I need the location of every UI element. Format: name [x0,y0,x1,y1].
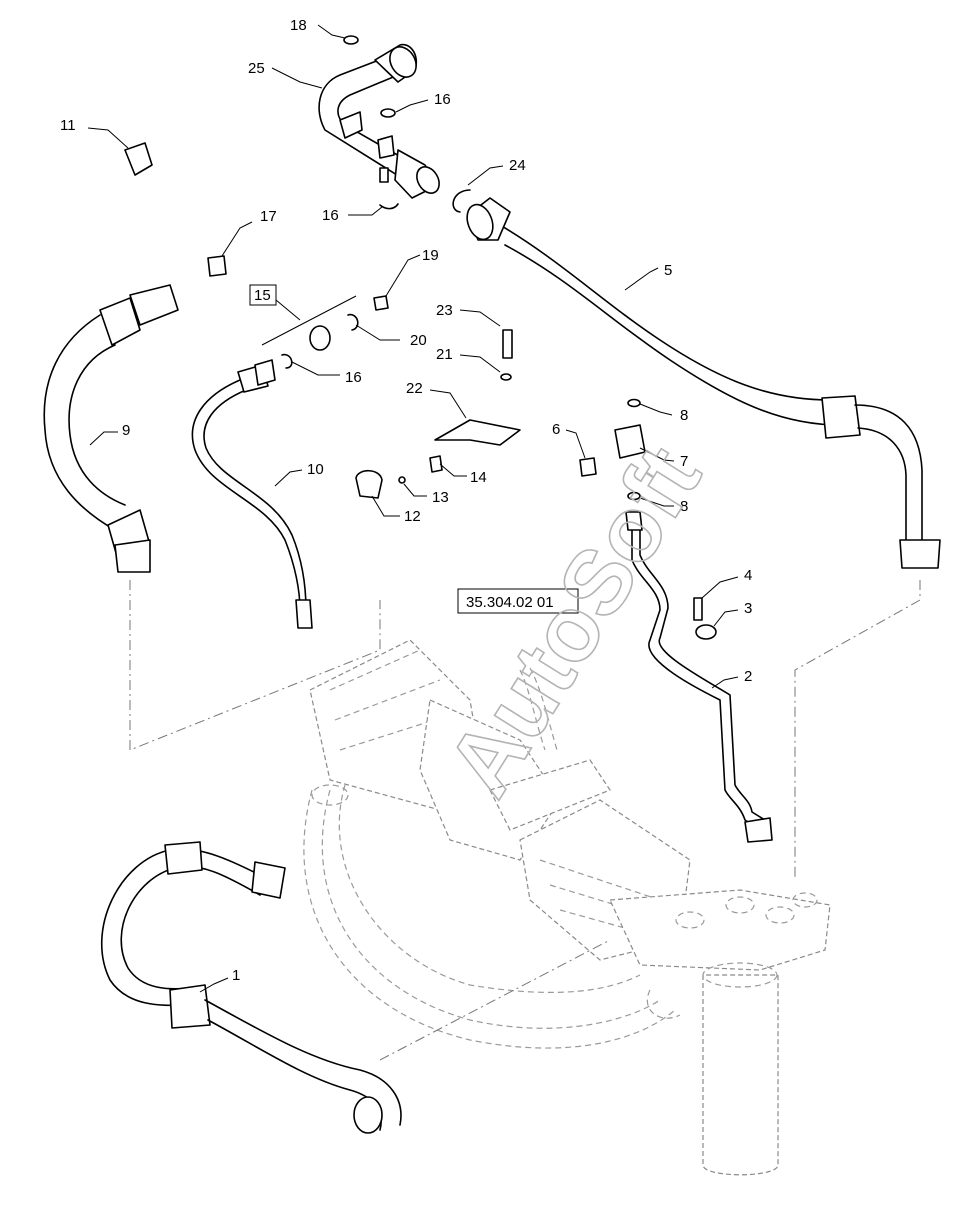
callout-20: 20 [410,332,427,349]
part-15-adapter [309,325,331,351]
part-13-washer [398,476,406,484]
callout-16-mid: 16 [345,369,362,386]
reference-code: 35.304.02 01 [466,594,554,611]
callout-2: 2 [744,668,752,685]
leader-lines [87,24,739,993]
part-21-washer [500,373,512,381]
callout-17: 17 [260,208,277,225]
part-25-manifold-tube [318,43,440,199]
part-7-elbow [614,424,646,459]
callout-9: 9 [122,422,130,439]
callout-10: 10 [307,461,324,478]
part-11-plug [124,142,153,176]
callout-15: 15 [254,287,271,304]
part-17-plug [207,255,227,277]
assembly-guide-lines [129,580,921,1061]
part-8-o-ring-lower [627,491,641,501]
part-19-plug [373,295,389,311]
callout-12: 12 [404,508,421,525]
callout-13: 13 [432,489,449,506]
part-22-bracket [434,419,521,446]
part-18-o-ring [343,35,359,45]
part-16-o-ring-upper [380,108,396,118]
part-12-clip [355,469,383,499]
callout-21: 21 [436,346,453,363]
callout-1: 1 [232,967,240,984]
part-5-hose [466,197,941,569]
callout-5: 5 [664,262,672,279]
callout-16-upper: 16 [434,91,451,108]
callout-11: 11 [60,117,76,134]
part-20-o-ring [347,313,359,331]
small-parts [124,142,717,640]
callout-23: 23 [436,302,453,319]
reference-box[interactable]: 35.304.02 01 [457,588,579,614]
part-2-pipe [625,511,773,843]
part-3-clamp [695,624,717,640]
part-24-snap-ring [452,189,471,213]
callout-3: 3 [744,600,752,617]
part-8-o-ring-upper [627,398,641,408]
part-10-pipe [191,359,313,629]
callout-labels: 18 25 16 11 24 16 17 19 5 15 20 16 23 21… [60,17,752,984]
callout-24: 24 [509,157,526,174]
callout-14: 14 [470,469,487,486]
callout-16-lower: 16 [322,207,339,224]
phantom-pump-assembly [303,639,831,1176]
kit-15-bracket [261,295,357,346]
part-23-bolt [502,329,513,359]
callout-25: 25 [248,60,265,77]
part-16-o-ring-mid [281,353,293,369]
callout-19: 19 [422,247,439,264]
callout-22: 22 [406,380,423,397]
callout-6: 6 [552,421,560,438]
part-14-screw [429,455,443,473]
watermark: AutoSoft [428,430,720,813]
callout-8-upper: 8 [680,407,688,424]
callout-8-lower: 8 [680,498,688,515]
callout-15-box [249,284,277,306]
part-4-bolt [693,597,703,621]
part-16-o-ring-lower [379,203,399,210]
part-9-hose [43,284,179,573]
part-1-hose [100,841,402,1134]
callout-4: 4 [744,567,752,584]
part-6-plug [579,457,597,477]
callout-7: 7 [680,453,688,470]
callout-18: 18 [290,17,307,34]
